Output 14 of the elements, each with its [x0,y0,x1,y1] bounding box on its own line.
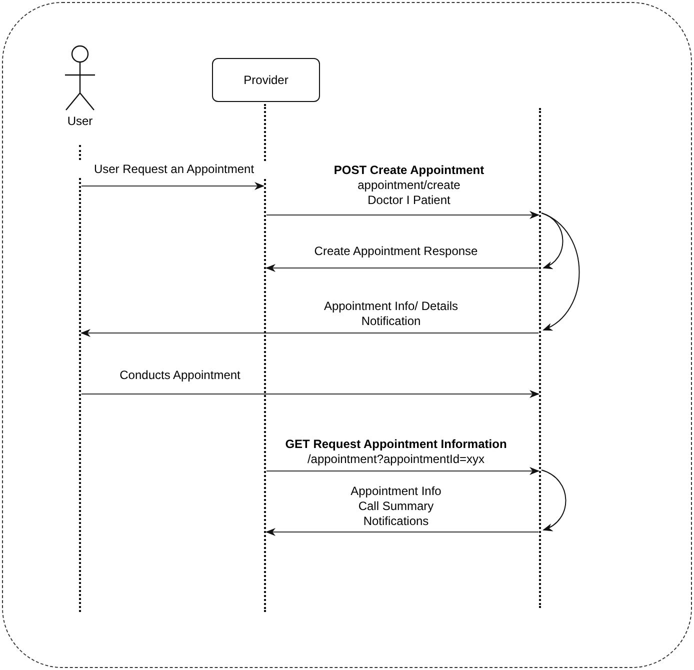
message-arrow [266,528,538,536]
message-arrow [266,211,540,219]
message-arrow [266,264,538,272]
participant-box: Provider [212,58,320,102]
message-arrow [82,390,540,398]
self-arrow [541,212,580,330]
self-arrow [541,212,564,268]
message-arrow [80,329,538,337]
actor-label: User [67,115,93,127]
edge-label: GET Request Appointment Information /appointment?appointmentId=xyx [285,437,507,467]
message-arrow [82,182,264,190]
lifeline [539,108,542,608]
message-arrow [266,467,540,475]
self-arrow [541,470,566,530]
